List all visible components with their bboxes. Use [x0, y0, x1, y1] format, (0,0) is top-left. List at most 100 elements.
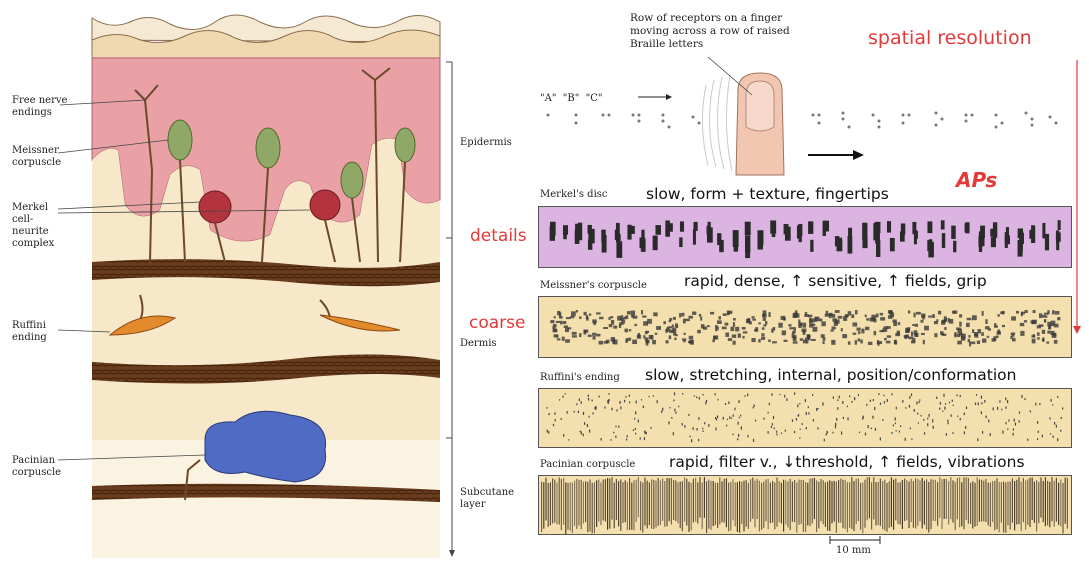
pacinian-response-streak — [545, 478, 546, 521]
pacinian-response-streak — [840, 479, 841, 523]
ruffini-response-speck — [594, 407, 595, 410]
meissner-response-mark — [560, 321, 562, 325]
ruffini-response-speck — [738, 400, 739, 403]
pacinian-response-streak — [706, 481, 707, 533]
ruffini-response-speck — [899, 431, 900, 433]
meissner-response-mark — [763, 324, 766, 326]
pacinian-response-streak — [662, 479, 663, 521]
ruffini-response-speck — [893, 425, 894, 427]
ruffini-response-speck — [1042, 435, 1043, 438]
ruffini-response-speck — [806, 427, 807, 429]
meissner-response-mark — [915, 324, 918, 327]
pacinian-response-streak — [664, 481, 665, 527]
merkel-response-blob — [876, 240, 880, 257]
pacinian-response-streak — [957, 478, 958, 519]
meissner-response-mark — [592, 319, 596, 323]
pacinian-response-streak — [853, 481, 854, 531]
ruffini-response-speck — [653, 395, 654, 396]
pacinian-response-streak — [622, 482, 623, 523]
ruffini-response-speck — [1002, 430, 1003, 433]
pacinian-response-streak — [574, 481, 575, 526]
ruffini-response-speck — [1019, 420, 1020, 422]
pacinian-response-streak — [717, 483, 718, 528]
ruffini-response-speck — [932, 419, 933, 422]
pacinian-response-streak — [710, 481, 711, 530]
merkel-response-blob — [980, 226, 985, 238]
pacinian-response-streak — [970, 483, 971, 524]
pacinian-response-streak — [1005, 482, 1006, 532]
ruffini-response-speck — [738, 434, 739, 437]
ruffini-response-speck — [841, 431, 842, 434]
meissner-response-mark — [861, 329, 864, 334]
meissner-response-mark — [571, 311, 576, 316]
merkel-response-blob — [1031, 225, 1035, 242]
pacinian-response-streak — [939, 477, 940, 518]
meissner-response-mark — [825, 314, 829, 317]
pacinian-response-streak — [688, 482, 689, 532]
ruffini-response-speck — [812, 394, 813, 396]
meissner-response-mark — [876, 313, 878, 317]
ruffini-response-speck — [1014, 419, 1015, 422]
meissner-response-mark — [628, 338, 631, 341]
merkel-response-blob — [757, 230, 763, 245]
meissner-response-mark — [913, 313, 915, 318]
meissner-response-mark — [553, 324, 557, 327]
ruffini-response-speck — [874, 407, 875, 410]
meissner-response-mark — [793, 313, 797, 318]
pacinian-response-streak — [985, 479, 986, 522]
meissner-response-mark — [852, 322, 857, 326]
pacinian-response-streak — [682, 481, 683, 531]
ruffini-response-speck — [559, 399, 560, 400]
pacinian-response-streak — [713, 481, 714, 526]
ruffini-response-speck — [691, 439, 692, 442]
meissner-response-mark — [1033, 310, 1036, 313]
pacinian-response-streak — [807, 483, 808, 526]
meissner-response-mark — [596, 334, 600, 337]
ruffini-response-speck — [847, 406, 848, 407]
pacinian-response-streak — [693, 479, 694, 523]
ruffini-response-speck — [739, 417, 740, 418]
ruffini-response-speck — [805, 399, 806, 402]
pacinian-response-streak — [616, 479, 617, 520]
ruffini-response-speck — [747, 435, 748, 437]
meissner-response-mark — [611, 320, 614, 325]
ruffini-response-speck — [960, 395, 961, 397]
meissner-response-mark — [978, 329, 981, 333]
ruffini-response-speck — [808, 406, 809, 408]
meissner-response-mark — [941, 333, 944, 335]
pacinian-response-streak — [695, 478, 696, 522]
ruffini-response-speck — [882, 419, 883, 421]
meissner-response-mark — [974, 332, 978, 336]
meissner-response-mark — [652, 340, 656, 344]
ruffini-response-speck — [847, 417, 848, 420]
pacinian-response-streak — [594, 482, 595, 533]
ruffini-response-speck — [696, 428, 697, 431]
pacinian-response-streak — [697, 482, 698, 523]
merkel-response-blob — [912, 222, 916, 234]
meissner-response-mark — [715, 326, 717, 331]
meissner-response-mark — [645, 331, 648, 334]
pacinian-response-streak — [979, 479, 980, 521]
ruffini-response-speck — [986, 416, 987, 419]
pacinian-response-streak — [772, 481, 773, 523]
meissner-response-mark — [967, 318, 972, 320]
meissner-response-mark — [1052, 333, 1056, 336]
meissner-response-mark — [916, 312, 921, 315]
meissner-response-mark — [609, 324, 613, 327]
pacinian-response-streak — [563, 478, 564, 525]
meissner-response-mark — [641, 310, 643, 314]
pacinian-response-streak — [640, 481, 641, 530]
meissner-response-mark — [908, 310, 910, 313]
meissner-response-mark — [626, 339, 628, 342]
pacinian-response-streak — [977, 477, 978, 526]
meissner-response-mark — [752, 319, 756, 321]
meissner-response-mark — [879, 330, 884, 332]
ruffini-response-speck — [731, 417, 732, 418]
ruffini-response-speck — [939, 408, 940, 410]
meissner-response-mark — [701, 324, 705, 328]
ruffini-response-speck — [641, 399, 642, 400]
pacinian-response-streak — [878, 482, 879, 525]
ruffini-response-speck — [1005, 398, 1006, 401]
ruffini-response-speck — [625, 396, 626, 398]
pacinian-response-streak — [933, 480, 934, 521]
